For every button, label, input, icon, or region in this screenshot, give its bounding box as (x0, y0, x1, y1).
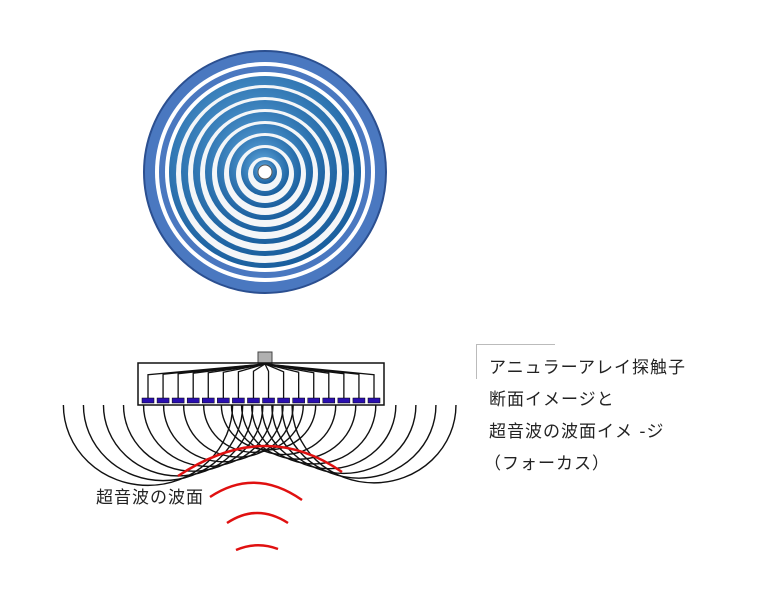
caption-line-4: （フォーカス） (484, 454, 610, 474)
caption-bracket (476, 344, 555, 379)
transducer-element (337, 397, 351, 404)
transducer-element (262, 397, 275, 404)
wire (237, 363, 266, 400)
transducer-element (367, 397, 381, 404)
wire (264, 363, 375, 400)
wavelet (182, 404, 294, 458)
wire (264, 363, 285, 400)
connector (257, 351, 273, 365)
transducer-element (307, 397, 320, 404)
wavelet (82, 404, 244, 482)
wavelet (281, 404, 437, 479)
wire (207, 363, 266, 400)
center-element (257, 164, 273, 180)
wavelet (122, 404, 264, 472)
annular-array-top-view (143, 50, 387, 294)
transducer-element (247, 397, 260, 404)
transducer-element (232, 397, 245, 404)
transducer-element (186, 397, 200, 404)
caption-line-3: 超音波の波面イメ -ジ (489, 422, 665, 442)
wavelet (291, 404, 457, 484)
transducer-element (171, 397, 185, 404)
wavelet (102, 404, 254, 477)
wire (264, 363, 270, 400)
wavelet (142, 404, 274, 468)
wire (222, 363, 266, 400)
wavefront (177, 444, 343, 478)
caption-line-2: 断面イメージと (489, 390, 615, 410)
probe-housing (137, 362, 385, 406)
probe-cross-section (62, 351, 457, 552)
transducer-element (322, 397, 336, 404)
wavelet (230, 404, 337, 456)
transducer-element (292, 397, 305, 404)
wavelet (202, 404, 304, 453)
transducer-element (217, 397, 230, 404)
wavelet (261, 404, 397, 470)
wavefront (209, 481, 303, 502)
transducer-element (141, 397, 155, 404)
wire (252, 363, 266, 400)
wavefront (226, 511, 289, 525)
transducer-element (202, 397, 215, 404)
wavelet (271, 404, 417, 475)
wavefront (235, 544, 279, 552)
wire (264, 363, 300, 400)
wavelet (220, 404, 317, 451)
wavelet (62, 404, 234, 486)
transducer-element (277, 397, 290, 404)
transducer-element (156, 397, 170, 404)
wavefront-label: 超音波の波面 (96, 488, 204, 508)
transducer-element (352, 397, 366, 404)
caption-line-1: アニュラーアレイ探触子 (489, 358, 686, 378)
